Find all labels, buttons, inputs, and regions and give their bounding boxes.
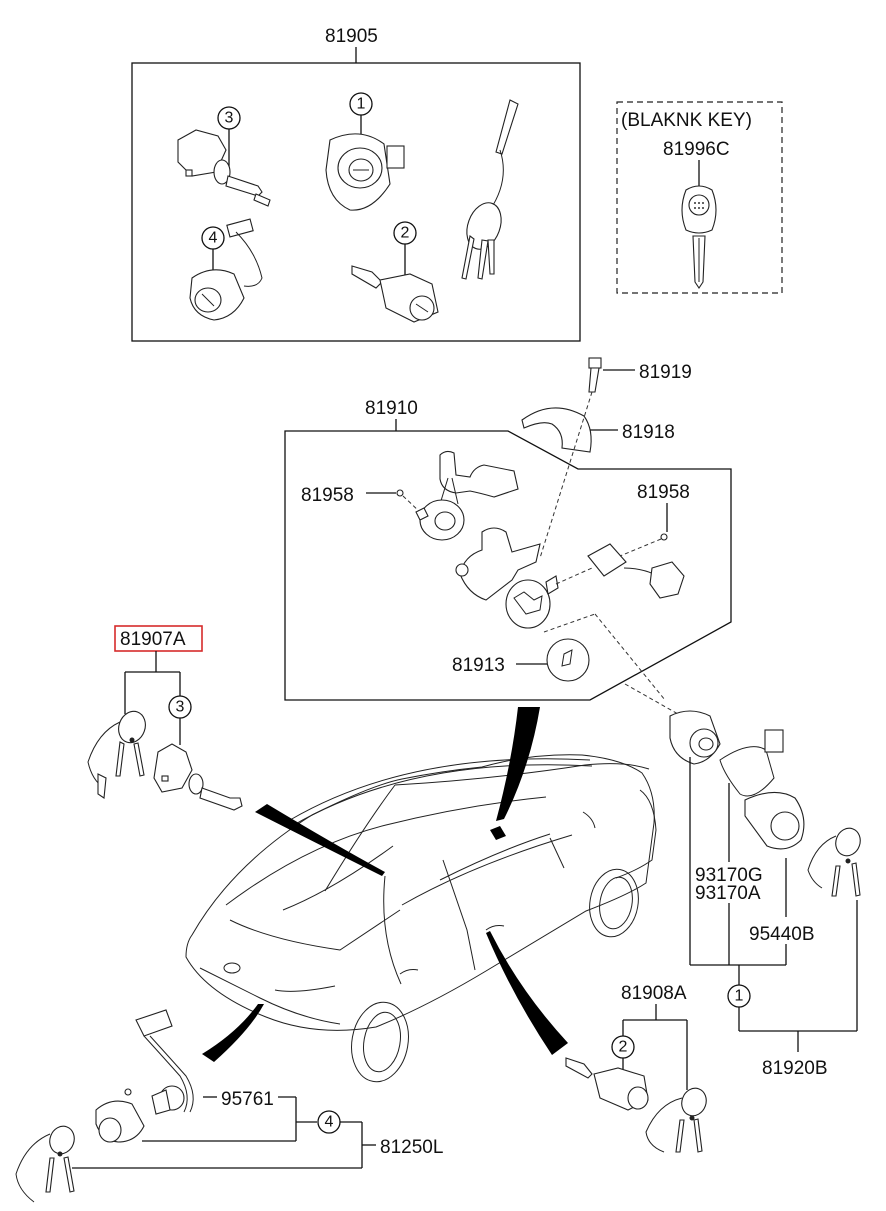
part-label-81913[interactable]: 81913 bbox=[452, 655, 505, 676]
ignition-set-81920B-group: 93170G 93170A 95440B 1 81920B bbox=[624, 683, 861, 1079]
ignition-switch-body-icon bbox=[455, 527, 559, 629]
blank-key-group: (BLAKNK KEY) 81996C bbox=[616, 101, 783, 294]
trunk-lock-cylinder-icon bbox=[177, 129, 271, 207]
callout-number: 1 bbox=[357, 96, 366, 113]
part-label-81910[interactable]: 81910 bbox=[365, 398, 418, 419]
callout-number: 4 bbox=[209, 230, 218, 247]
pointer-arrow-door bbox=[486, 931, 568, 1055]
blank-key-icon bbox=[681, 185, 717, 289]
switch-harness-icon bbox=[415, 450, 519, 541]
part-label-95440B[interactable]: 95440B bbox=[749, 924, 815, 945]
trunk-lock-cylinder-icon bbox=[153, 743, 243, 811]
pointer-arrow-trunk bbox=[255, 804, 385, 876]
blank-key-box bbox=[616, 101, 783, 294]
callout-number: 2 bbox=[619, 1039, 628, 1056]
blank-key-caption: (BLAKNK KEY) bbox=[621, 110, 752, 131]
part-label-81907A[interactable]: 81907A bbox=[120, 629, 186, 650]
part-label-81958-left[interactable]: 81958 bbox=[301, 485, 354, 506]
door-lock-cylinder-icon bbox=[565, 1057, 649, 1111]
key-warning-switch-icon bbox=[587, 543, 685, 599]
ignition-81910-box bbox=[284, 430, 732, 701]
ignition-keys-icon bbox=[807, 827, 861, 897]
ignition-lock-icon bbox=[669, 710, 721, 765]
part-label-81250L[interactable]: 81250L bbox=[380, 1137, 443, 1158]
part-label-81996C[interactable]: 81996C bbox=[663, 139, 730, 160]
part-label-93170G[interactable]: 93170G bbox=[695, 865, 763, 886]
tailgate-lock-icon bbox=[189, 218, 263, 321]
part-label-81905[interactable]: 81905 bbox=[325, 26, 378, 47]
callout-number: 2 bbox=[401, 225, 410, 242]
callout-number: 1 bbox=[735, 988, 744, 1005]
key-with-remote-icon bbox=[461, 99, 519, 280]
trunk-keys-icon bbox=[87, 710, 146, 799]
screw-icon bbox=[396, 489, 404, 497]
door-keys-icon bbox=[645, 1087, 707, 1153]
trunk-set-81907A-group: 81907A 3 bbox=[87, 625, 243, 811]
key-cap-icon bbox=[546, 638, 590, 682]
callout-number: 3 bbox=[225, 110, 234, 127]
pointer-arrow-ignition bbox=[496, 707, 540, 821]
door-lock-cylinder-icon bbox=[351, 265, 439, 323]
kit-81905-group: 81905 3 1 bbox=[131, 26, 581, 342]
part-label-81918[interactable]: 81918 bbox=[622, 422, 675, 443]
part-label-81958-right[interactable]: 81958 bbox=[637, 482, 690, 503]
part-label-93170A[interactable]: 93170A bbox=[695, 883, 761, 904]
tailgate-set-81250L-group: 95761 4 81250L bbox=[15, 1009, 443, 1203]
door-set-81908A-group: 81908A 2 bbox=[565, 983, 707, 1153]
highlight-box bbox=[114, 625, 203, 652]
callout-number: 3 bbox=[176, 699, 185, 716]
connector-harness-icon bbox=[135, 1009, 194, 1113]
kit-81905-box bbox=[131, 62, 581, 342]
callout-number: 4 bbox=[325, 1114, 334, 1131]
bolt-icon bbox=[588, 357, 602, 393]
pointer-arrow-tailgate bbox=[202, 1004, 264, 1062]
part-label-95761[interactable]: 95761 bbox=[221, 1089, 274, 1110]
tailgate-keys-icon bbox=[15, 1125, 75, 1203]
part-label-81919[interactable]: 81919 bbox=[639, 362, 692, 383]
part-label-81908A[interactable]: 81908A bbox=[621, 983, 687, 1004]
screw-icon bbox=[660, 533, 668, 541]
car-outline-icon bbox=[185, 754, 657, 1083]
immobilizer-coil-icon bbox=[719, 729, 784, 797]
lock-actuator-icon bbox=[151, 1085, 185, 1115]
shroud-cover-icon bbox=[521, 407, 592, 453]
ignition-81910-group: 81910 81919 81918 81958 bbox=[284, 357, 732, 701]
tailgate-lock-icon bbox=[95, 1088, 145, 1143]
antenna-ring-icon bbox=[744, 791, 805, 850]
part-label-81920B[interactable]: 81920B bbox=[762, 1058, 828, 1079]
ignition-lock-icon bbox=[325, 133, 405, 211]
